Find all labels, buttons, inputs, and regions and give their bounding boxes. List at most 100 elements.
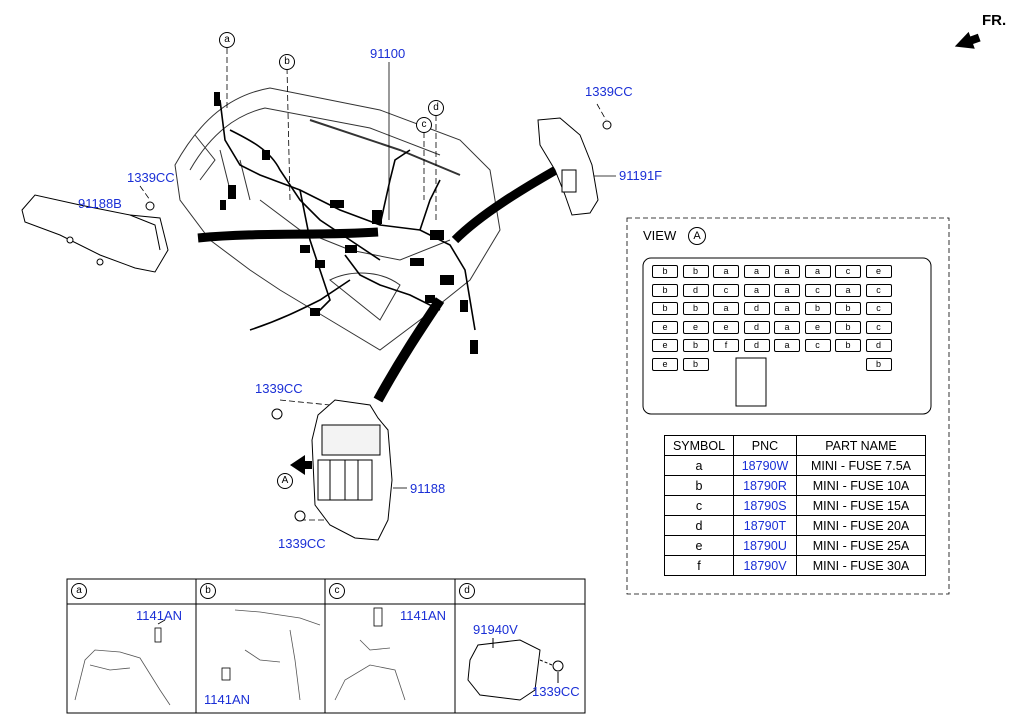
fuse-cell: a (804, 265, 831, 278)
leader-lines (139, 48, 607, 521)
callout-right-module[interactable]: 91191F (619, 168, 663, 183)
legend-pnc[interactable]: 18790R (733, 475, 797, 496)
detail-d-part-label[interactable]: 91940V (473, 622, 518, 637)
callout-circle-c: c (416, 117, 432, 133)
fuse-cell: b (835, 302, 861, 315)
legend-symbol: e (664, 535, 734, 556)
fuse-cell: c (865, 283, 892, 297)
fuse-cell: a (774, 283, 800, 297)
detail-c-marker: c (329, 583, 345, 599)
fuse-cell: d (743, 320, 770, 334)
callout-junction-box[interactable]: 91188 (410, 481, 446, 496)
legend-header-pnc: PNC (733, 435, 797, 456)
fuse-cell: d (743, 339, 770, 352)
fuse-cell: b (865, 357, 892, 371)
nut-right-icon (602, 120, 612, 130)
legend-row: d 18790T MINI - FUSE 20A (664, 515, 926, 536)
fuse-cell: b (835, 320, 861, 334)
junction-box-part (311, 399, 393, 541)
nut-left-icon (145, 201, 155, 211)
callout-circle-a: a (219, 32, 235, 48)
legend-pnc[interactable]: 18790W (733, 455, 797, 476)
callout-nut-box-top[interactable]: 1339CC (255, 381, 303, 396)
right-module-part (537, 117, 599, 216)
view-a-arrow-icon (290, 455, 312, 475)
fuse-cell: a (774, 265, 800, 278)
fuse-cell: e (682, 320, 709, 334)
fuse-cell: d (682, 283, 709, 297)
fuse-cell: c (713, 283, 739, 297)
nut-box-bottom-icon (294, 510, 306, 522)
fuse-cell: a (743, 265, 770, 278)
fuse-cell: b (835, 339, 861, 352)
fuse-cell: e (652, 339, 678, 352)
detail-b-drawing (221, 609, 321, 701)
detail-a-marker: a (71, 583, 87, 599)
fuse-cell: a (713, 265, 739, 278)
fuse-cell: b (682, 357, 709, 371)
fuse-legend-table: SYMBOL PNC PART NAME a 18790W MINI - FUS… (664, 435, 926, 576)
fuse-cell: a (743, 283, 770, 297)
fuse-cell: a (774, 302, 800, 315)
detail-b-part-label[interactable]: 1141AN (204, 692, 251, 707)
callout-circle-view-a: A (277, 473, 293, 489)
legend-row: e 18790U MINI - FUSE 25A (664, 535, 926, 556)
callout-left-bracket[interactable]: 91188B (78, 196, 122, 211)
callout-nut-right-top[interactable]: 1339CC (585, 84, 633, 99)
legend-part-name: MINI - FUSE 15A (796, 495, 926, 516)
fuse-cell: d (743, 302, 770, 315)
callout-main-harness[interactable]: 91100 (370, 46, 406, 61)
fuse-cell: c (865, 320, 892, 334)
fuse-block-slot (735, 357, 767, 407)
callout-nut-left[interactable]: 1339CC (127, 170, 175, 185)
detail-c-part-label[interactable]: 1141AN (400, 608, 447, 623)
view-marker: A (688, 227, 706, 245)
left-bracket-part (21, 194, 169, 273)
legend-symbol: f (664, 555, 734, 576)
fuse-cell: e (804, 320, 831, 334)
fuse-cell: e (865, 265, 892, 278)
legend-symbol: b (664, 475, 734, 496)
fuse-cell: a (835, 283, 861, 297)
fuse-cell: a (774, 339, 800, 352)
fuse-cell: c (865, 302, 892, 315)
detail-a-part-label[interactable]: 1141AN (136, 608, 183, 623)
legend-part-name: MINI - FUSE 20A (796, 515, 926, 536)
fuse-cell: e (652, 357, 678, 371)
fuse-cell: f (713, 339, 739, 352)
fuse-cell: b (682, 339, 709, 352)
fuse-cell: b (682, 265, 709, 278)
legend-row: f 18790V MINI - FUSE 30A (664, 555, 926, 576)
legend-pnc[interactable]: 18790U (733, 535, 797, 556)
fuse-block-outline (642, 257, 932, 415)
legend-row: b 18790R MINI - FUSE 10A (664, 475, 926, 496)
legend-part-name: MINI - FUSE 10A (796, 475, 926, 496)
callout-nut-box-bottom[interactable]: 1339CC (278, 536, 326, 551)
detail-d-nut-label[interactable]: 1339CC (532, 684, 580, 699)
callout-circle-d: d (428, 100, 444, 116)
front-arrow-icon (954, 31, 981, 49)
harness-swoosh-right (451, 158, 573, 244)
legend-pnc[interactable]: 18790V (733, 555, 797, 576)
fuse-cell: c (835, 265, 861, 278)
fuse-cell: e (652, 320, 678, 334)
view-frame (626, 217, 950, 595)
front-direction-label: FR. (982, 12, 1007, 29)
fuse-cell: c (804, 339, 831, 352)
legend-pnc[interactable]: 18790T (733, 515, 797, 536)
detail-b-marker: b (200, 583, 216, 599)
legend-header-symbol: SYMBOL (664, 435, 734, 456)
wiring-trunk (219, 99, 476, 331)
legend-part-name: MINI - FUSE 25A (796, 535, 926, 556)
fuse-cell: e (713, 320, 739, 334)
legend-pnc[interactable]: 18790S (733, 495, 797, 516)
fuse-cell: a (774, 320, 800, 334)
legend-symbol: d (664, 515, 734, 536)
harness-swoosh-down (373, 297, 445, 403)
detail-c-drawing (334, 607, 406, 701)
detail-d-drawing (467, 638, 564, 701)
fuse-cell: c (804, 283, 831, 297)
fuse-cell: d (865, 339, 892, 352)
nut-box-top-icon (271, 408, 283, 420)
legend-row: c 18790S MINI - FUSE 15A (664, 495, 926, 516)
